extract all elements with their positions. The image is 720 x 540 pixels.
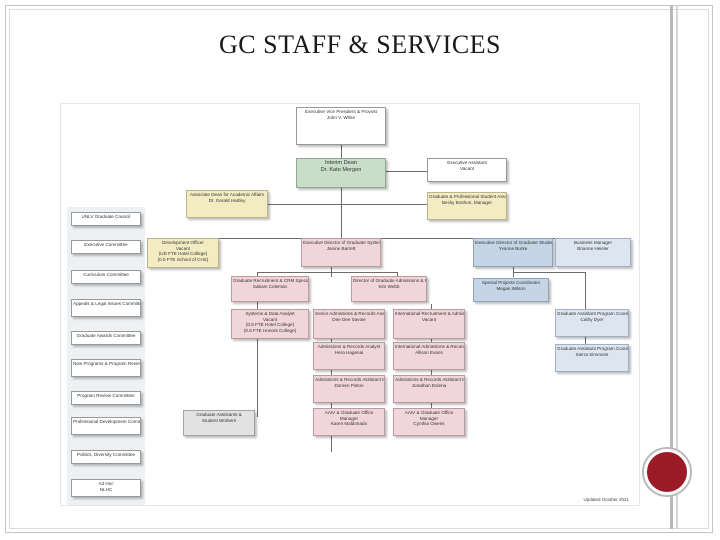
grad-assistant-coordinator-box: Graduate Assistant Program CoordinatorSi…	[555, 344, 629, 372]
slide-title: GC STAFF & SERVICES	[218, 30, 502, 59]
gpsa-box: Graduate & Professional Student Associat…	[427, 192, 507, 220]
connector-line	[341, 204, 427, 205]
committee-box: Program Review Committee	[71, 391, 141, 405]
graduate-assistants-box: Graduate Assistants &Student Workers	[183, 410, 255, 436]
connector-line	[257, 272, 397, 273]
chart-footer: Updated October 2021	[583, 497, 629, 502]
connector-line	[513, 272, 585, 273]
org-chart: UNLV Graduate Council Executive Committe…	[60, 103, 640, 506]
slide-frame-inner	[9, 9, 709, 529]
committee-box: Professional Development Committee	[71, 417, 141, 435]
international-admissions-analyst-box: International Admissions & Records Analy…	[393, 342, 465, 370]
connector-line	[341, 145, 342, 158]
connector-line	[371, 171, 427, 172]
grad-assistant-coordinator-box: Graduate Assistant Program CoordinatorCa…	[555, 309, 629, 337]
committee-box: Appeals & Legal Issues Committee	[71, 299, 141, 317]
exec-director-systems-box: Executive Director of Graduate Systems a…	[301, 238, 381, 267]
director-admissions-box: Director of Graduate Admissions & Record…	[351, 276, 427, 302]
connector-line	[268, 204, 341, 205]
decorative-circle	[644, 449, 690, 495]
connector-line	[397, 272, 398, 276]
connector-line	[257, 272, 258, 417]
committee-box: Executive Committee	[71, 240, 141, 254]
committee-box: Graduate Awards Committee	[71, 331, 141, 345]
committee-box: UNLV Graduate Council	[71, 212, 141, 226]
committee-box: Politics, Diversity Committee	[71, 450, 141, 464]
international-recruitment-box: International Recruitment & Admissions S…	[393, 309, 465, 339]
committee-box: Curriculum Committee	[71, 270, 141, 284]
connector-line	[341, 188, 342, 238]
exec-director-services-box: Executive Director of Graduate Student S…	[473, 238, 553, 267]
slide-frame-outer	[5, 5, 713, 533]
decorative-line	[670, 5, 673, 529]
decorative-line-secondary	[676, 5, 678, 529]
committee-box: New Programs & Program Reviews Committee	[71, 359, 141, 377]
